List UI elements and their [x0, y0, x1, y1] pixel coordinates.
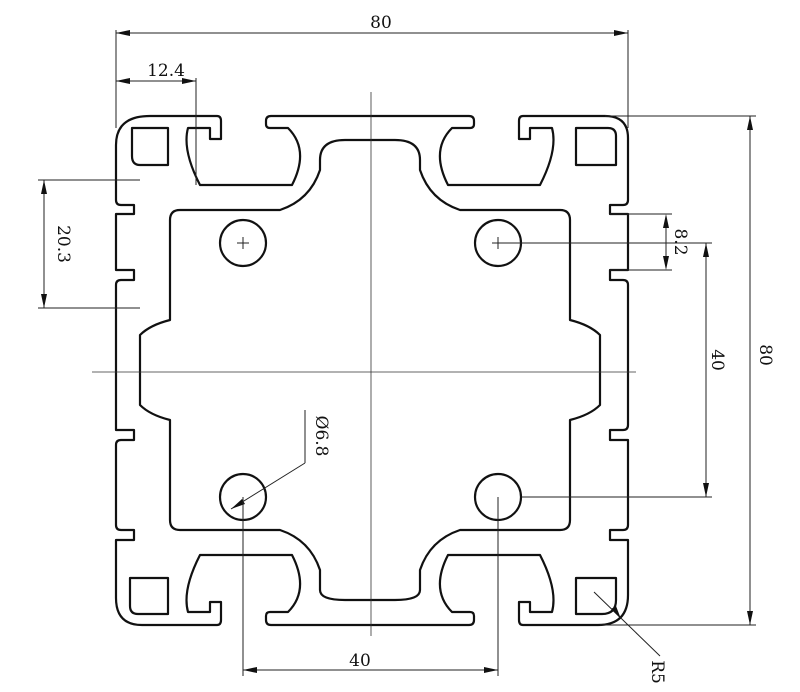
dim-slot-offset [116, 78, 197, 185]
hole-top-left [218, 218, 268, 268]
center-cavity [138, 138, 602, 602]
corner-core-bottom-left [128, 576, 170, 616]
dim-slot-pitch-left [38, 179, 140, 309]
dim-overall-width [115, 30, 629, 128]
dim-label-overall-height: 80 [755, 344, 775, 366]
dim-hole-diameter [230, 410, 306, 510]
dim-label-slot-width-right: 8.2 [670, 228, 690, 255]
corner-core-top-left [130, 126, 170, 167]
dim-label-hole-pitch-horizontal: 40 [349, 651, 371, 671]
dim-corner-radius [593, 591, 661, 657]
dim-label-slot-offset: 12.4 [147, 61, 185, 81]
dim-slot-width-right [610, 213, 672, 271]
corner-core-top-right [574, 126, 618, 167]
dim-label-slot-pitch-left: 20.3 [53, 225, 73, 263]
dim-label-hole-diameter: Ø6.8 [311, 416, 331, 457]
dim-label-corner-radius: R5 [647, 660, 667, 684]
dim-label-hole-pitch-vertical: 40 [707, 349, 727, 371]
dim-hole-pitch-vertical [498, 242, 712, 498]
dim-overall-height [600, 115, 756, 626]
corner-core-bottom-right [574, 576, 618, 616]
profile-outline [114, 114, 630, 627]
dim-label-overall-width: 80 [370, 13, 392, 33]
hole-center-mark [237, 237, 249, 249]
dim-hole-pitch-horizontal [242, 497, 499, 676]
